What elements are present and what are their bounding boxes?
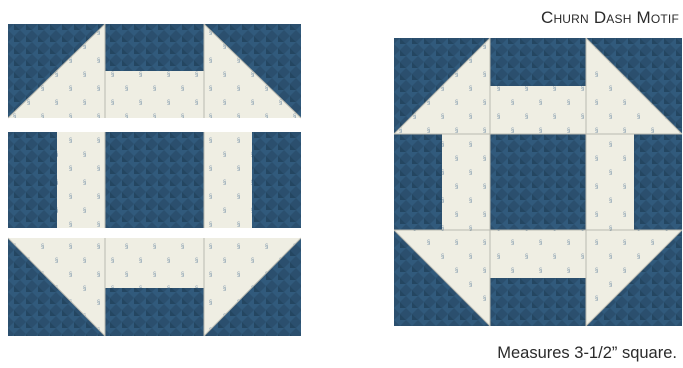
size-caption: Measures 3-1/2” square. <box>497 344 677 362</box>
center-square <box>490 134 586 230</box>
middle-row-units <box>8 132 301 228</box>
assembled-block-diagram: § § <box>394 38 682 326</box>
exploded-block-diagram: § § <box>8 24 301 336</box>
bottom-row-units <box>8 237 301 336</box>
block-title: Churn Dash Motif <box>540 8 679 27</box>
top-row-units <box>8 24 301 119</box>
